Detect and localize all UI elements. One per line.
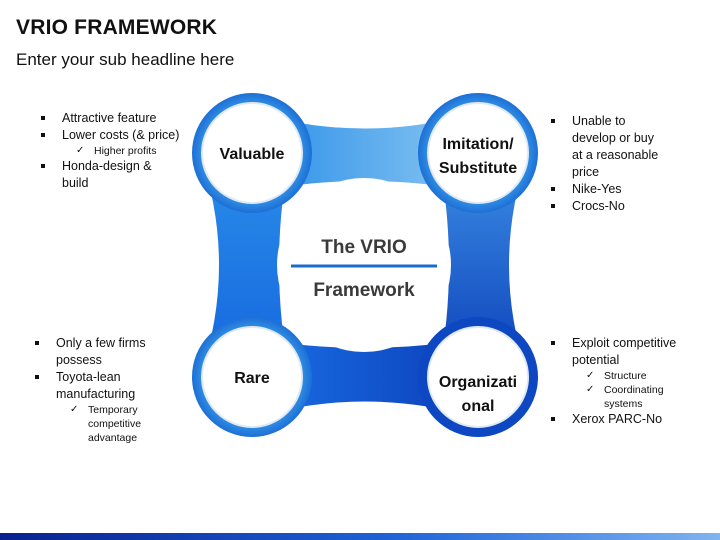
organizational-list: Exploit competitivepotentialStructureCoo… (548, 335, 718, 428)
node-label-rare: Rare (234, 370, 270, 387)
node-label-valuable: Valuable (220, 146, 285, 163)
node-rare (201, 326, 303, 428)
sub-bullet-item: advantage (88, 432, 138, 444)
bullet-item: Crocs-No (548, 198, 718, 215)
sub-bullet-item: Structure (548, 369, 718, 383)
bullet-item: manufacturing (56, 387, 136, 401)
sub-bullet-item: Higher profits (38, 144, 208, 158)
sub-bullet-item: competitive (88, 418, 142, 430)
sub-bullet-item: systems (604, 398, 643, 410)
bullet-item: Xerox PARC-No (548, 411, 718, 428)
bullet-item: Nike-Yes (548, 181, 718, 198)
bullet-item: Only a few firms (32, 335, 197, 352)
center-title-line2: Framework (313, 280, 415, 301)
node-label-imitation-2: Substitute (439, 160, 517, 177)
sub-bullet-item: Temporary (32, 403, 197, 417)
bullet-item: build (62, 176, 89, 190)
node-label-organizational-1: Organizati (439, 374, 517, 391)
bullet-item: Attractive feature (38, 110, 208, 127)
center-title-line1: The VRIO (321, 237, 407, 258)
bullet-item: develop or buy (572, 131, 655, 145)
bullet-item: Exploit competitive (548, 335, 718, 352)
node-imitation (427, 102, 529, 204)
bullet-item: Unable to (548, 113, 718, 130)
bottom-accent-bar (0, 533, 720, 540)
bullet-item: price (572, 165, 600, 179)
bullet-item: potential (572, 353, 620, 367)
bullet-item: at a reasonable (572, 148, 659, 162)
bullet-item: Lower costs (& price) (38, 127, 208, 144)
bullet-item: Toyota-lean (32, 369, 197, 386)
sub-bullet-item: Coordinating (548, 383, 718, 397)
node-label-imitation-1: Imitation/ (442, 136, 514, 153)
page-title: VRIO FRAMEWORK (16, 16, 218, 39)
bullet-item: Honda-design & (38, 158, 208, 175)
node-label-organizational-2: onal (462, 398, 495, 415)
node-organizational (427, 326, 529, 428)
bullet-item: possess (56, 353, 102, 367)
page-subtitle: Enter your sub headline here (16, 50, 235, 69)
